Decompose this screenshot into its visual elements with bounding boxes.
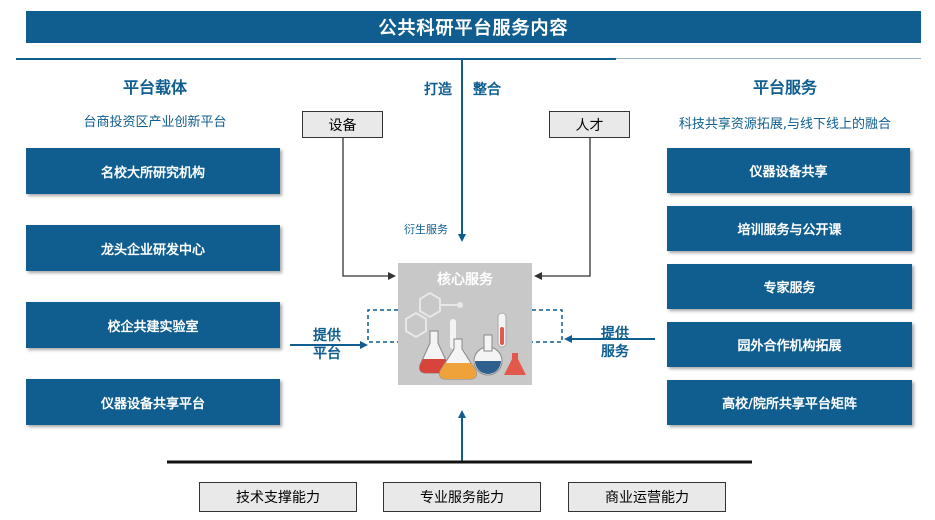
talent-box: 人才: [549, 111, 630, 138]
provide-service-text-1: 提供: [601, 326, 629, 342]
dashed-bracket-right: [532, 309, 563, 343]
label-integrate: 整合: [473, 82, 501, 98]
provide-service-label: 提供 服务: [591, 325, 639, 361]
equipment-arrow: [342, 138, 396, 280]
right-item: 专家服务: [667, 264, 912, 309]
title-underline-right: [616, 58, 921, 59]
derived-service-label: 衍生服务: [404, 223, 448, 236]
capability-box: 技术支撑能力: [199, 482, 357, 512]
provide-platform-text-1: 提供: [313, 328, 341, 344]
title-underline: [16, 58, 616, 60]
dashed-bracket-left: [367, 309, 398, 343]
right-heading: 平台服务: [752, 78, 817, 97]
right-item: 园外合作机构拓展: [667, 322, 912, 367]
left-item: 校企共建实验室: [26, 302, 280, 348]
diagram-title: 公共科研平台服务内容: [26, 11, 921, 43]
core-service-box: 核心服务: [398, 263, 532, 385]
label-build: 打造: [424, 82, 452, 98]
provide-platform-text-2: 平台: [313, 346, 341, 362]
left-heading: 平台载体: [122, 78, 187, 97]
left-subtitle: 台商投资区产业创新平台: [83, 115, 227, 130]
equipment-box: 设备: [302, 111, 383, 138]
lab-flasks-icon: [405, 291, 526, 380]
talent-arrow: [534, 138, 591, 280]
right-item: 高校/院所共享平台矩阵: [667, 380, 912, 425]
core-service-title: 核心服务: [437, 272, 493, 288]
capability-box: 专业服务能力: [383, 482, 541, 512]
left-item: 名校大所研究机构: [26, 148, 280, 194]
left-item: 仪器设备共享平台: [26, 379, 280, 425]
left-item: 龙头企业研发中心: [26, 225, 280, 271]
capability-box: 商业运营能力: [568, 482, 726, 512]
right-subtitle: 科技共享资源拓展,与线下线上的融合: [678, 117, 892, 132]
provide-service-text-2: 服务: [601, 344, 629, 360]
right-item: 培训服务与公开课: [667, 206, 912, 251]
provide-platform-label: 提供 平台: [303, 327, 351, 363]
right-item: 仪器设备共享: [667, 148, 910, 193]
